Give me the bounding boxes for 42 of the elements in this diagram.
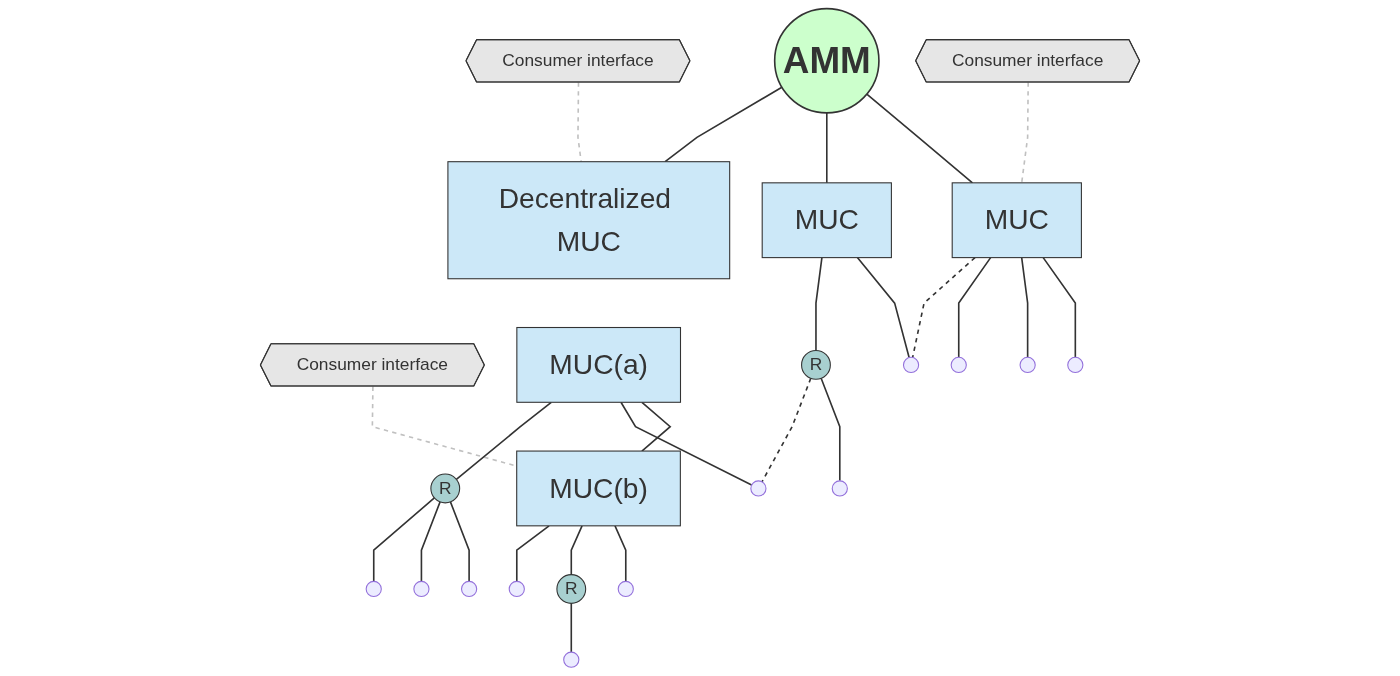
node-circle: [563, 651, 580, 668]
node-circle: [413, 580, 430, 598]
connector: [856, 256, 910, 359]
node-circle: [902, 356, 920, 374]
connector: [1042, 256, 1077, 359]
node-box: MUC: [951, 182, 1082, 259]
connector: [1020, 81, 1029, 184]
connector: [664, 86, 783, 163]
node-circle: [1067, 356, 1084, 374]
connector: [866, 93, 974, 184]
connector: [957, 256, 992, 359]
connector: [815, 256, 823, 352]
connector: [1020, 256, 1029, 359]
node-box: MUC: [761, 182, 892, 259]
node-circle: [950, 356, 967, 374]
connector: [449, 501, 470, 583]
node-circle: [831, 480, 848, 497]
node-circle: [508, 580, 525, 598]
connector: [515, 525, 550, 583]
node-circle: AMM: [773, 7, 880, 114]
connector: [620, 401, 753, 486]
node-circle: R: [430, 473, 461, 504]
connector: [570, 525, 583, 576]
node-circle: R: [556, 574, 587, 604]
connector: [455, 401, 553, 481]
node-circle: R: [801, 349, 831, 380]
node-box: MUC(a): [516, 326, 682, 403]
node-box: MUC(b): [516, 450, 681, 527]
node-box: Decentralized MUC: [447, 161, 731, 280]
connector: [570, 602, 573, 653]
connector: [761, 377, 812, 483]
connector: [911, 256, 976, 359]
connector: [826, 112, 828, 184]
node-circle: [460, 580, 478, 598]
node-circle: [750, 480, 767, 497]
connector: [420, 501, 441, 583]
connector: [820, 377, 841, 482]
connector: [614, 525, 627, 583]
connector: [372, 497, 436, 583]
node-circle: [1019, 356, 1036, 374]
node-circle: [617, 580, 634, 598]
node-circle: [365, 580, 382, 598]
